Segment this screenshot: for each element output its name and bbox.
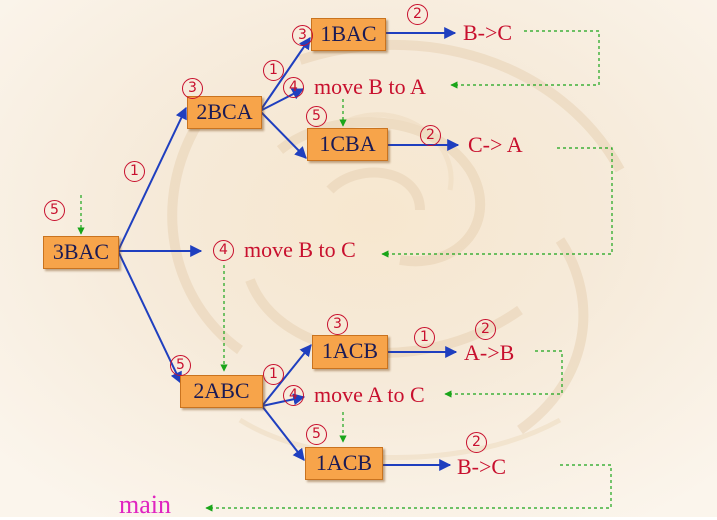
label-move-b-to-c: move B to C	[244, 237, 356, 262]
step-marker-1: 1	[263, 60, 284, 81]
step-marker-4: 4	[213, 240, 234, 261]
label-a-to-b: A->B	[464, 340, 515, 365]
step-marker-2: 2	[420, 125, 441, 146]
call-arrow-2bca-to-1bac	[259, 37, 311, 112]
label-b-to-c-top: B->C	[463, 20, 513, 45]
step-marker-3: 3	[327, 314, 348, 335]
step-marker-3: 3	[292, 25, 313, 46]
call-arrow-2abc-to-1acb-top	[261, 344, 312, 407]
step-marker-5: 5	[170, 355, 191, 376]
node-1acb-top: 1ACB	[312, 335, 388, 369]
call-arrow-3bac-to-2bca	[117, 106, 187, 252]
step-marker-1: 1	[414, 327, 435, 348]
return-arrow-a-to-b-to-move-a-to-c	[444, 350, 563, 398]
node-1bac: 1BAC	[311, 18, 386, 51]
step-marker-1: 1	[263, 364, 284, 385]
call-arrow-2abc-to-1acb-bot	[261, 405, 305, 461]
node-1cba: 1CBA	[307, 128, 388, 161]
return-arrow-b-to-c-to-main	[205, 464, 612, 512]
node-2bca: 2BCA	[187, 96, 262, 129]
step-marker-5: 5	[44, 200, 65, 221]
label-move-a-to-c: move A to C	[314, 382, 425, 407]
label-c-to-a: C-> A	[468, 132, 523, 157]
step-marker-2: 2	[475, 319, 496, 340]
node-3bac: 3BAC	[43, 236, 119, 269]
step-marker-4: 4	[283, 385, 304, 406]
label-main: main	[119, 490, 171, 519]
return-arrow-c-to-a-to-move-b-to-c	[381, 147, 613, 258]
step-marker-3: 3	[182, 78, 203, 99]
step-marker-1: 1	[124, 161, 145, 182]
label-move-b-to-a: move B to A	[314, 74, 426, 99]
label-b-to-c-bottom: B->C	[457, 454, 507, 479]
step-marker-4: 4	[283, 77, 304, 98]
step-marker-5: 5	[306, 106, 327, 127]
return-arrow-b-to-c-to-move-b-to-a	[450, 30, 600, 89]
step-marker-2: 2	[466, 432, 487, 453]
step-marker-5: 5	[306, 424, 327, 445]
step-marker-2: 2	[407, 4, 428, 25]
call-arrow-2bca-to-1cba	[259, 110, 307, 159]
node-1acb-bottom: 1ACB	[305, 447, 383, 480]
node-2abc: 2ABC	[180, 375, 263, 408]
